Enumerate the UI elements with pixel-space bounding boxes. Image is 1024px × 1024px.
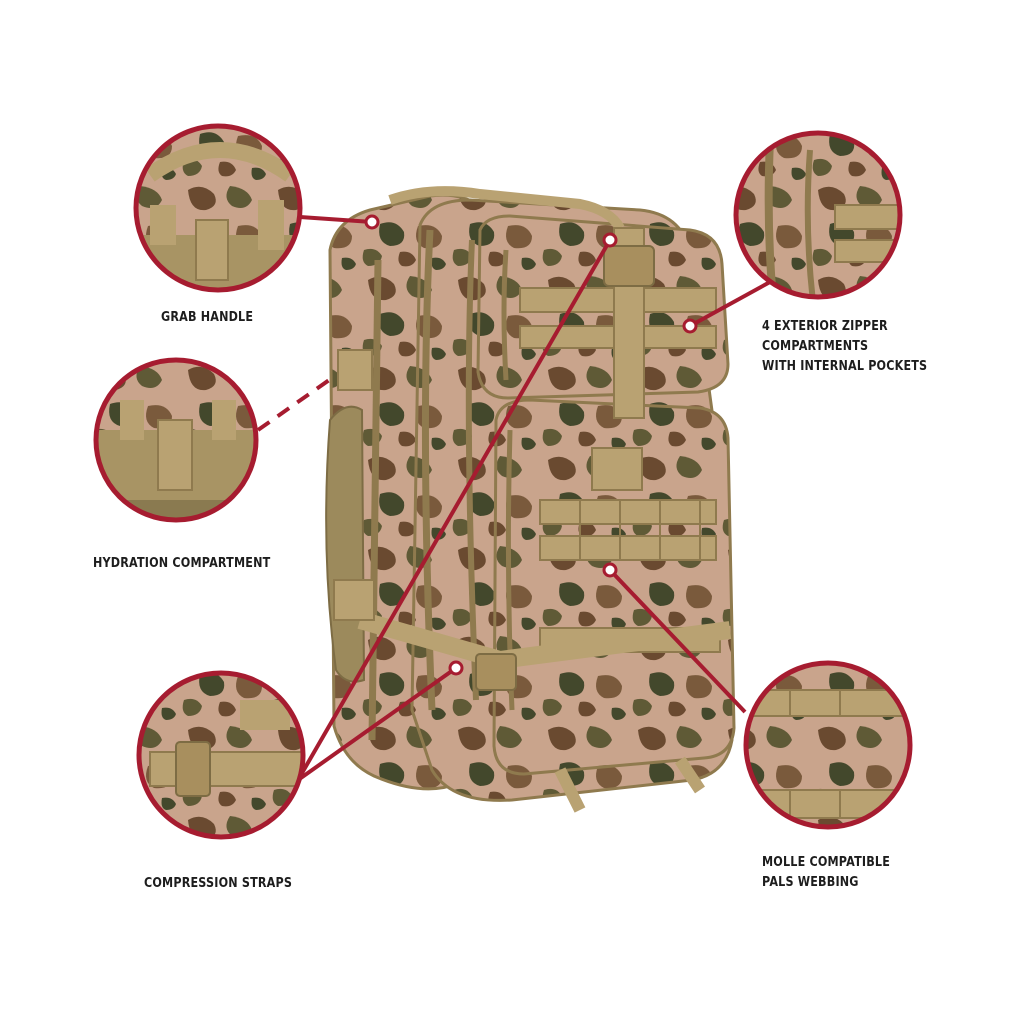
molle-webbing-detail [743, 660, 913, 830]
label-molle-webbing: MOLLE COMPATIBLE PALS WEBBING [762, 855, 891, 890]
callout-lines [256, 215, 771, 782]
label-grab-handle: GRAB HANDLE [161, 310, 254, 325]
label-hydration-compartment: HYDRATION COMPARTMENT [93, 556, 271, 571]
label-compression-straps: COMPRESSION STRAPS [144, 876, 293, 891]
callout-dots [364, 214, 698, 676]
label-exterior-zipper: 4 EXTERIOR ZIPPER COMPARTMENTS WITH INTE… [762, 319, 928, 374]
hydration-compartment-detail [93, 357, 259, 523]
exterior-zipper-detail [733, 130, 903, 300]
grab-handle-detail [133, 123, 303, 293]
compression-straps-detail [136, 670, 306, 840]
